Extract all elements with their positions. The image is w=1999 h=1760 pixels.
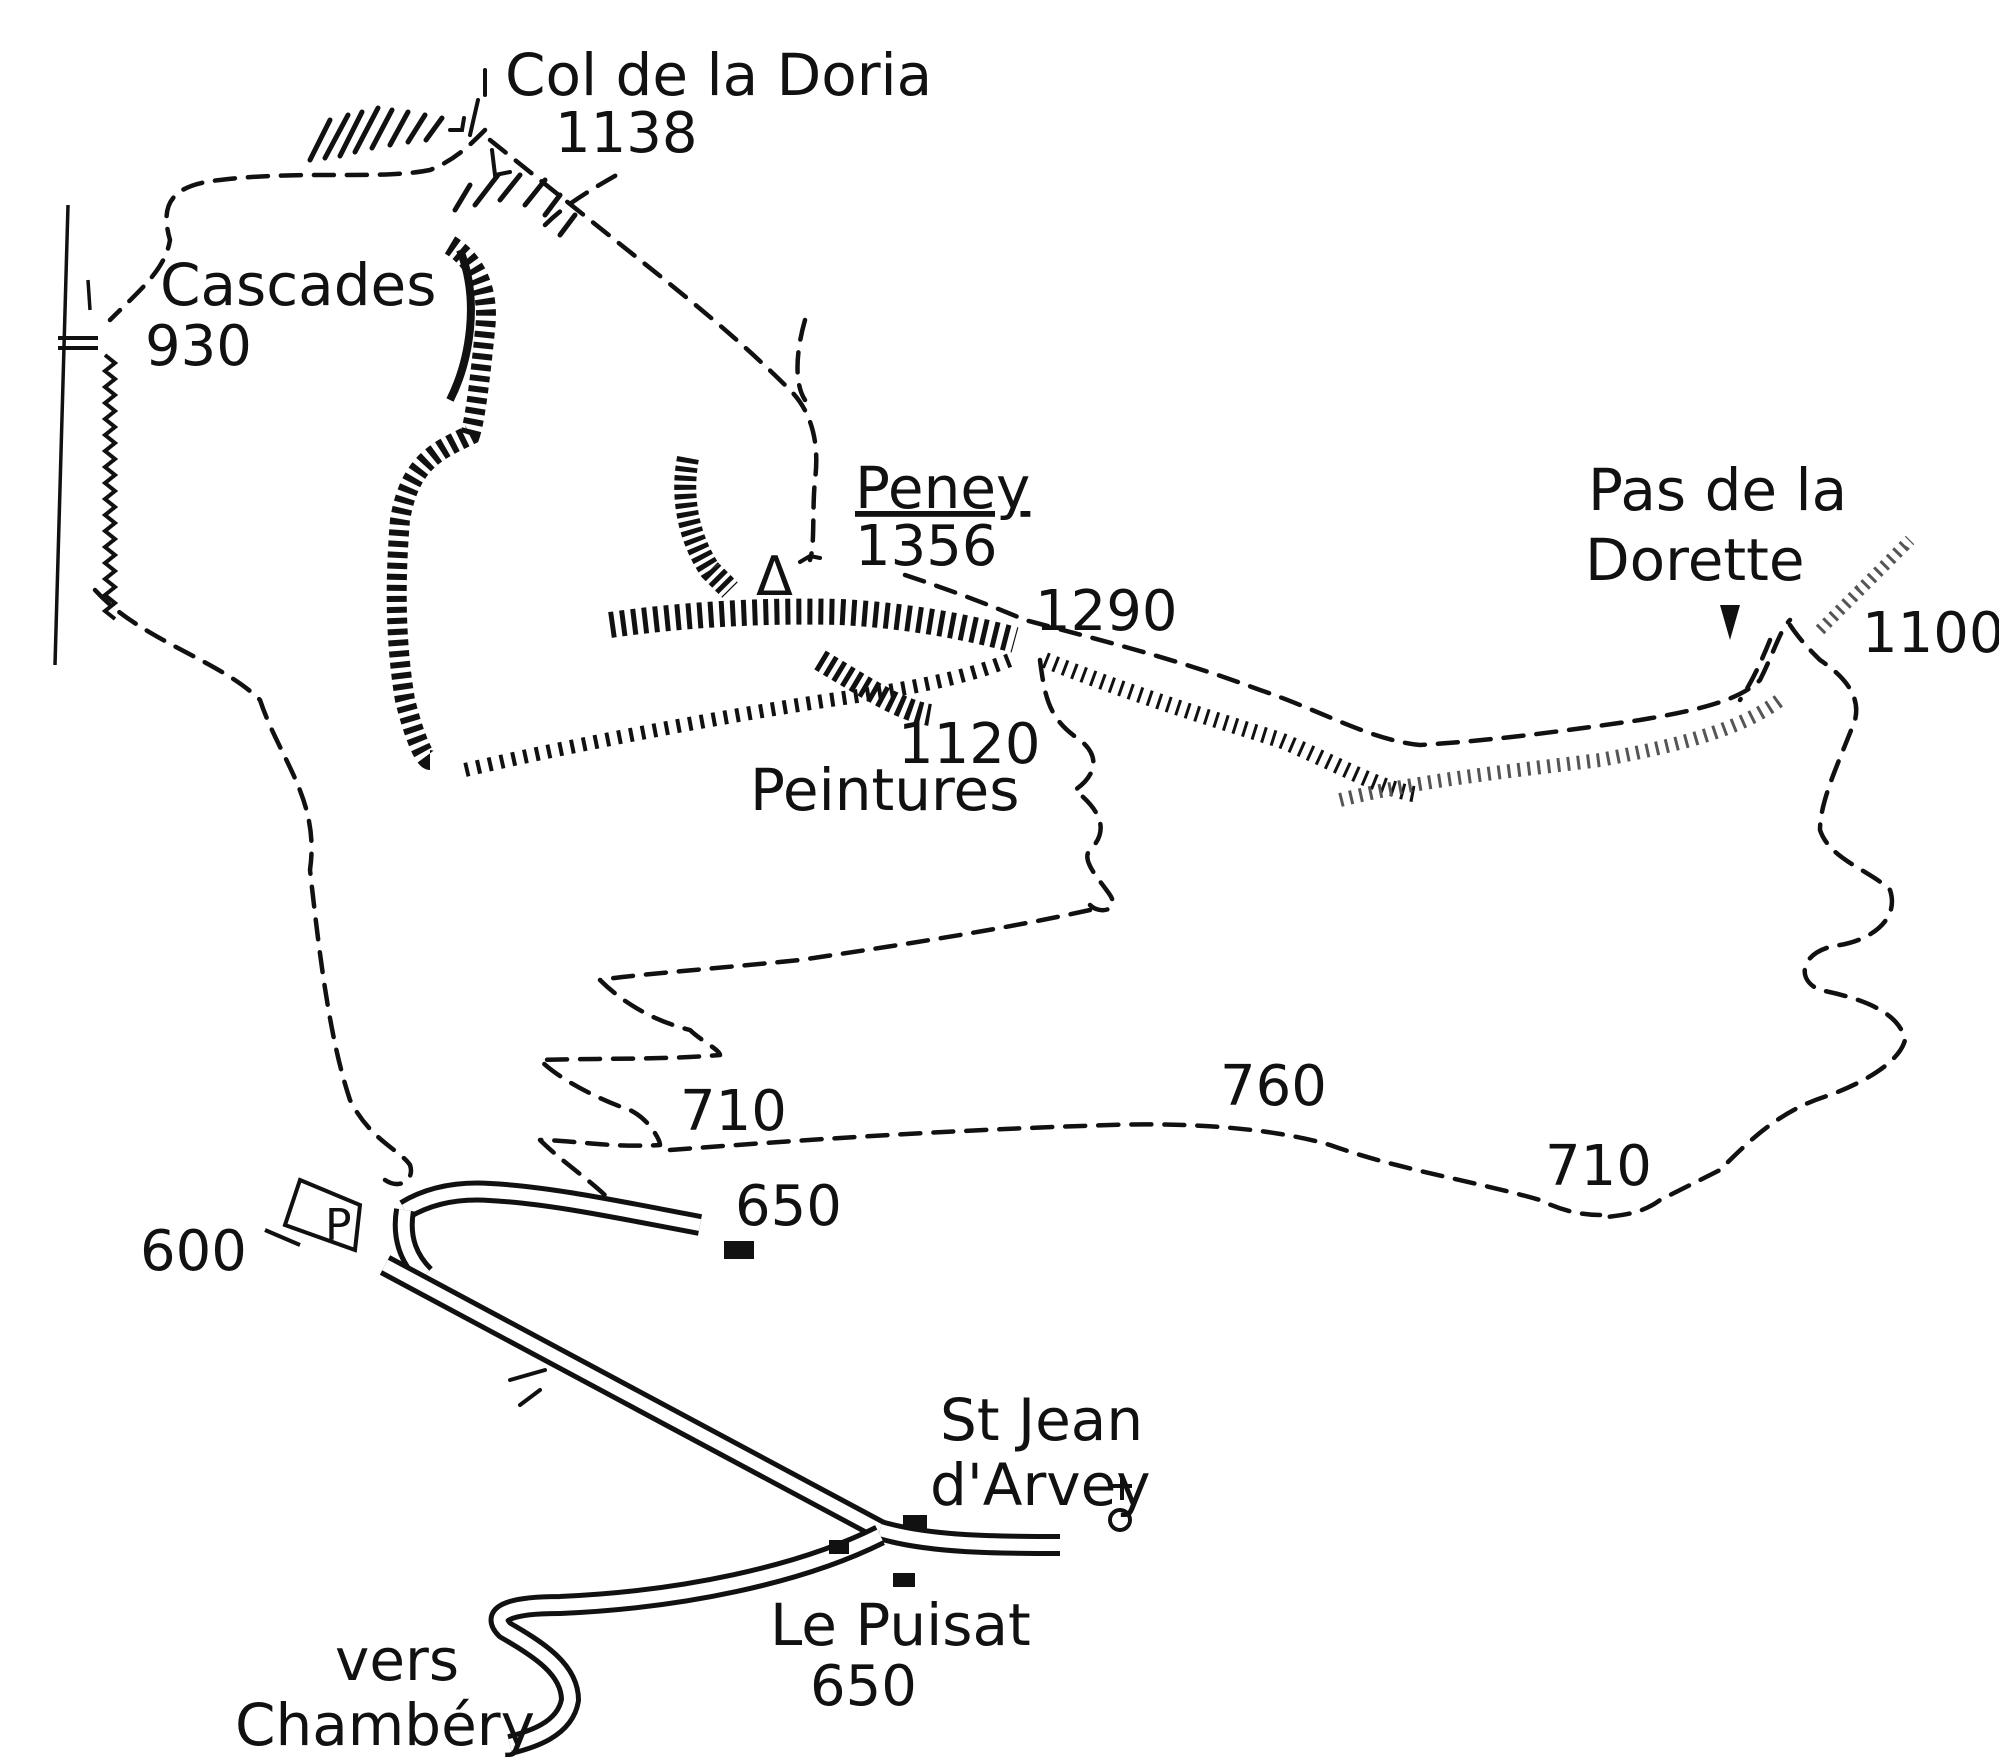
trail-west-descent [92,587,414,1187]
cliff-hatching [307,105,1915,807]
cliff-peintures-band [608,598,1019,726]
col-doria-alt: 1138 [555,101,698,166]
building-650-farm [724,1241,754,1259]
trail-col-branch [542,167,628,228]
col-doria-name: Col de la Doria [505,41,932,109]
cascades-alt: 930 [145,314,252,379]
cliff-col-doria [307,105,578,238]
building-le-puisat [893,1573,915,1587]
trail-pas-dorette-branch [1737,637,1773,703]
col-markers [448,68,512,178]
alt-710-center: 710 [680,1079,787,1144]
building-st-jean [903,1515,927,1529]
chambery-label: Chambéry [235,1691,535,1759]
trail-col-to-peney [487,137,819,563]
river [53,204,119,666]
alt-1290: 1290 [1035,579,1178,644]
building-junction-left [829,1540,849,1554]
alt-760: 760 [1220,1054,1327,1119]
alt-710-right: 710 [1545,1134,1652,1199]
cliff-east-ridge [1042,535,1915,807]
church-icon [1108,1478,1132,1532]
labels: Col de la Doria 1138 Cascades 930 Peney … [140,41,1999,1759]
cliff-peney-left [674,455,738,598]
trail-peney-ridge [902,572,1793,748]
alt-600-parking: 600 [140,1219,247,1284]
alt-650-farm: 650 [735,1174,842,1239]
trail-east-descent [1597,622,1908,1221]
trail-col-to-cascades [107,127,488,323]
buildings [724,1241,927,1587]
pass-marker-icon [1720,605,1740,640]
trail-peintures-zigzag [1037,657,1115,913]
le-puisat-alt: 650 [810,1654,917,1719]
pas-dorette-line2: Dorette [1585,526,1805,594]
parking-symbol: P [264,1177,363,1253]
le-puisat-name: Le Puisat [770,1591,1031,1659]
summit-triangle-icon: Δ [756,545,793,608]
peintures-alt: 1120 [898,712,1041,777]
trails [92,127,1908,1221]
peney-alt: 1356 [855,514,998,579]
trail-peney-spur [795,317,808,403]
roads [379,1180,1061,1756]
trail-central [537,907,1093,1203]
st-jean-line2: d'Arvey [930,1451,1151,1519]
trail-710-to-760 [667,1122,1603,1218]
peney-name: Peney [855,454,1030,522]
cliff-west-arc [386,236,496,770]
st-jean-line1: St Jean [940,1386,1143,1454]
parking-label: P [325,1200,352,1251]
alt-1100: 1100 [1862,601,1999,666]
cliff-south-band [463,653,1013,777]
pas-dorette-line1: Pas de la [1588,456,1847,524]
peintures-name: Peintures [750,756,1019,824]
vers-label: vers [335,1626,459,1694]
cascades-name: Cascades [160,251,436,319]
